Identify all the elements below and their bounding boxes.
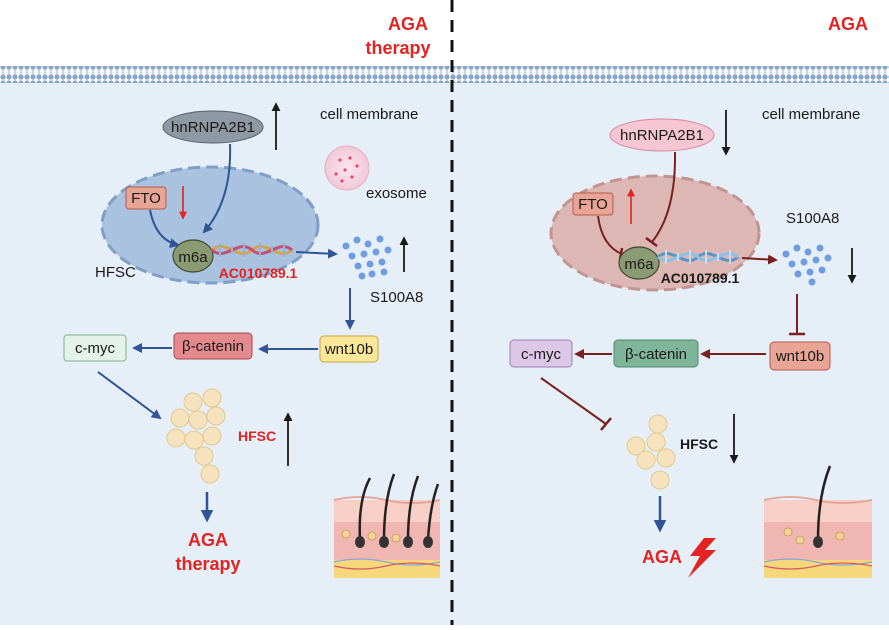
left-bcatenin-label: β-catenin	[182, 338, 244, 355]
left-ac-label: AC010789.1	[219, 265, 298, 281]
exosome-icon	[324, 145, 370, 191]
right-dna-to-s100a8-arrow	[741, 254, 778, 265]
right-cmyc-label: c-myc	[521, 346, 561, 363]
left-exosome-label: exosome	[366, 185, 427, 202]
left-hnrnpa2b1-label: hnRNPA2B1	[171, 119, 255, 136]
left-m6a-label: m6a	[178, 249, 208, 266]
left-bcatenin-box	[173, 332, 253, 360]
right-cmyc-box	[509, 339, 573, 368]
right-panel: AGA hnRNPA2B1 cell membrane FTO m6a	[509, 14, 873, 578]
right-skin-hair-icon	[763, 465, 873, 578]
left-cmyc-to-hfsc-arrow	[97, 371, 162, 420]
right-title: AGA	[828, 14, 868, 34]
left-hfsc-cluster-icon	[166, 388, 226, 484]
right-outcome-label: AGA	[642, 547, 682, 567]
left-s100a8-label: S100A8	[370, 289, 423, 306]
right-fto-inhibits-m6a	[597, 215, 623, 255]
right-hnrnpa2b1-node	[609, 118, 715, 152]
right-bcatenin-box	[613, 339, 699, 368]
right-hfsc-cluster-icon	[626, 414, 676, 490]
left-title-line2: therapy	[365, 38, 430, 58]
left-hnrnpa2b1-node	[162, 110, 264, 144]
left-outcome-line1: AGA	[188, 530, 228, 550]
right-ac-label: AC010789.1	[661, 270, 740, 286]
right-cmyc-inhibits-hfsc	[540, 377, 607, 425]
right-hnrnpa2b1-inhibit-bar	[645, 236, 658, 248]
left-title-line1: AGA	[388, 14, 428, 34]
left-dna-helix-icon	[211, 243, 293, 257]
right-s100a8-dots-icon	[782, 244, 832, 286]
left-wnt10b-label: wnt10b	[324, 341, 373, 358]
right-membrane-label: cell membrane	[762, 106, 860, 123]
left-hfsc-cluster-label: HFSC	[238, 428, 276, 444]
left-outcome-line2: therapy	[175, 554, 240, 574]
left-cmyc-label: c-myc	[75, 340, 115, 357]
right-hfsc-cluster-label: HFSC	[680, 436, 718, 452]
left-fto-to-m6a-arrow	[149, 209, 180, 249]
right-wnt10b-label: wnt10b	[775, 348, 824, 365]
left-fto-label: FTO	[131, 190, 161, 207]
left-hfsc-cell-label: HFSC	[95, 264, 136, 281]
left-panel: AGA therapy hnRNPA2B1 cell membrane exos…	[63, 14, 441, 578]
right-m6a-label: m6a	[624, 256, 654, 273]
right-cmyc-inhibit-bar	[600, 417, 612, 431]
left-cmyc-box	[63, 334, 127, 362]
right-wnt10b-box	[769, 341, 831, 371]
left-fto-box	[125, 186, 167, 210]
left-s100a8-dots-icon	[342, 235, 392, 280]
lightning-icon	[688, 538, 716, 578]
right-m6a-node	[618, 246, 660, 280]
left-membrane-label: cell membrane	[320, 106, 418, 123]
left-m6a-node	[172, 239, 214, 273]
left-hnrnpa2b1-to-m6a-arrow	[202, 143, 232, 234]
right-s100a8-label: S100A8	[786, 210, 839, 227]
left-dna-to-s100a8-arrow	[295, 248, 338, 259]
right-hnrnpa2b1-inhibits-m6a	[651, 151, 677, 243]
right-dna-helix-icon	[657, 250, 739, 264]
membrane-bilayer	[0, 66, 889, 83]
right-fto-label: FTO	[578, 196, 608, 213]
left-skin-hair-icon	[333, 473, 441, 578]
right-fto-box	[572, 192, 614, 216]
right-hnrnpa2b1-label: hnRNPA2B1	[620, 127, 704, 144]
right-bcatenin-label: β-catenin	[625, 346, 687, 363]
left-wnt10b-box	[319, 335, 379, 363]
